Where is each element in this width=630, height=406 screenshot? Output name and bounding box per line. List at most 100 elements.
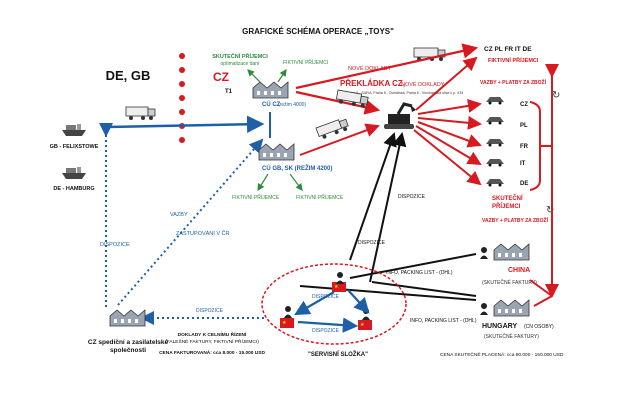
border-dots [179, 53, 185, 143]
fictive-recipients-top-label: FIKTIVNÍ PŘÍJEMCI [283, 58, 328, 66]
forwarder-building-icon [109, 309, 146, 327]
truck-icon [335, 89, 369, 108]
vazby-label: VAZBY [170, 212, 188, 218]
car-icon [486, 117, 504, 125]
customs-docs-sub-label: (FALEŠNÉ FAKTURY, FIKTIVNÍ PŘÍJEMCI) [165, 337, 259, 345]
svg-text:★: ★ [334, 284, 339, 290]
car-icon [486, 159, 504, 167]
info-packing-list-1: INFO, PACKING LIST - (DHL) [386, 270, 453, 276]
customs-office-gb-sk-icon [258, 143, 295, 161]
transload-label: PŘEKLÁDKA CZ, [340, 79, 405, 88]
red-arrow-transload [295, 90, 381, 115]
info-packing-list-2: INFO, PACKING LIST - (DHL) [410, 318, 477, 324]
car-icon [486, 139, 504, 147]
country-de: DE [520, 181, 528, 187]
ship-icon [62, 124, 86, 136]
china-flag-icon: ★ [280, 318, 294, 328]
tax-optimization-label: optimalizace daní [221, 61, 261, 67]
real-recipients-right-label-2: PŘÍJEMCI [492, 202, 521, 210]
dispozice-red-label-2: DISPOZICE [312, 328, 340, 334]
forwarder-name-2: společnosti [110, 347, 146, 354]
red-arrow-top [295, 43, 479, 90]
truck-icon [125, 106, 156, 120]
cycle-icon: ↻ [552, 90, 560, 101]
svg-text:★: ★ [360, 322, 365, 328]
real-recipients-label: SKUTEČNÍ PŘÍJEMCI [212, 52, 268, 60]
diagram-title: GRAFICKÉ SCHÉMA OPERACE „TOYS" [242, 27, 394, 36]
fictive-recipient-left-label: FIKTIVNÍ PŘÍJEMCE [232, 193, 280, 201]
green-arrow [277, 69, 287, 83]
dispozice-arrow-label: DISPOZICE [196, 308, 224, 314]
cu-cz-label: CÚ CZ [262, 101, 281, 108]
china-label: CHINA [508, 267, 530, 274]
service-unit-ellipse [261, 263, 407, 345]
red-arrow-gb [299, 123, 380, 156]
ties-bottom-label: VAZBY + PLATBY ZA ZBOŽÍ [482, 216, 549, 224]
green-arrow [289, 173, 303, 191]
customs-docs-label: DOKLADY K CELNÍMU ŘÍZENÍ [178, 330, 247, 338]
green-arrow [257, 173, 269, 192]
fictive-recipient-right-label: FIKTIVNÍ PŘÍJEMCE [296, 193, 344, 201]
dispozice-mid-label: DISPOZICE [358, 240, 386, 246]
china-flag-icon: ★ [358, 320, 372, 330]
red-link [533, 295, 553, 307]
hungary-invoices-label: (SKUTEČNÉ FAKTURY) [484, 333, 539, 340]
hungary-label: HUNGARY [482, 323, 517, 330]
real-recipients-right-label: SKUTEČNÍ [492, 194, 523, 202]
car-icon [486, 97, 504, 105]
svg-text:★: ★ [282, 320, 287, 326]
zastupovani-dotted-line [117, 138, 264, 306]
region-cz: CZ [213, 70, 229, 84]
transload-places-label: Praha 6 - SAFIA, Praha 8 - Ocelářská, Pr… [346, 91, 463, 95]
hungary-building-icon [493, 299, 530, 317]
import-arrow [105, 115, 265, 134]
green-arrow [247, 69, 261, 83]
fictive-top-label: FIKTIVNÍ PŘÍJEMCI [488, 56, 539, 64]
ship-icon [62, 167, 86, 179]
person-icon [480, 303, 488, 315]
cycle-icon: ↻ [546, 205, 554, 216]
china-building-icon [493, 243, 530, 261]
dispozice-low-label: DISPOZICE [398, 194, 426, 200]
service-unit-label: "SERVISNÍ SLOŽKA" [308, 350, 368, 358]
china-flag-icon: ★ [332, 282, 346, 292]
customs-office-cz-icon [252, 81, 289, 99]
truck-icon [315, 118, 349, 139]
gb-felixstowe-label: GB - FELIXSTOWE [50, 144, 99, 150]
distribution-arrows [413, 56, 482, 186]
cu-cz-regime-label: (režim 4000) [278, 102, 306, 108]
zastupovani-label: ZASTUPOVÁNÍ V ČR [176, 230, 230, 237]
dispozice-red-label-1: DISPOZICE [312, 294, 340, 300]
country-bracket [529, 101, 541, 191]
country-list: CZ PL FR IT DE [486, 97, 529, 187]
person-icon [480, 247, 488, 259]
car-icon [486, 179, 504, 187]
cu-gb-sk-label: CÚ GB, SK (REŽIM 4200) [262, 164, 332, 172]
hungary-persons-label: (CN OSOBY) [524, 324, 554, 330]
real-price-label: CENA SKUTEČNĚ PLACENÁ: cca 80.000 - 150.… [440, 350, 564, 358]
de-hamburg-label: DE - HAMBURG [53, 186, 94, 192]
forwarder-name-1: CZ spediční a zasilatelské [88, 339, 169, 346]
country-fr: FR [520, 144, 529, 150]
truck-icon [413, 47, 446, 61]
new-docs-label: NOVÉ DOKLADY [348, 65, 392, 72]
ties-top-label: VAZBY + PLATBY ZA ZBOŽÍ [480, 78, 547, 86]
country-it: IT [520, 161, 526, 167]
transload-new-docs-label: NOVÉ DOKLADY [401, 81, 445, 88]
invoiced-price-label: CENA FAKTUROVANÁ: cca 8.000 - 15.000 USD [159, 349, 265, 356]
dispozice-black-arrows [299, 132, 477, 301]
dispozice-left-label: DISPOZICE [100, 242, 130, 248]
china-invoices-label: (SKUTEČNÉ FAKTURY) [482, 279, 537, 286]
dest-top-label: CZ PL FR IT DE [484, 46, 532, 53]
red-link [529, 279, 553, 297]
country-pl: PL [520, 123, 528, 129]
region-de-gb: DE, GB [106, 68, 151, 83]
country-cz: CZ [520, 102, 528, 108]
internal-blue-arrows [294, 289, 370, 333]
person-icon [336, 272, 344, 284]
person-icon [284, 306, 292, 318]
excavator-hub-icon [384, 102, 416, 129]
t1-label: T1 [225, 89, 233, 95]
